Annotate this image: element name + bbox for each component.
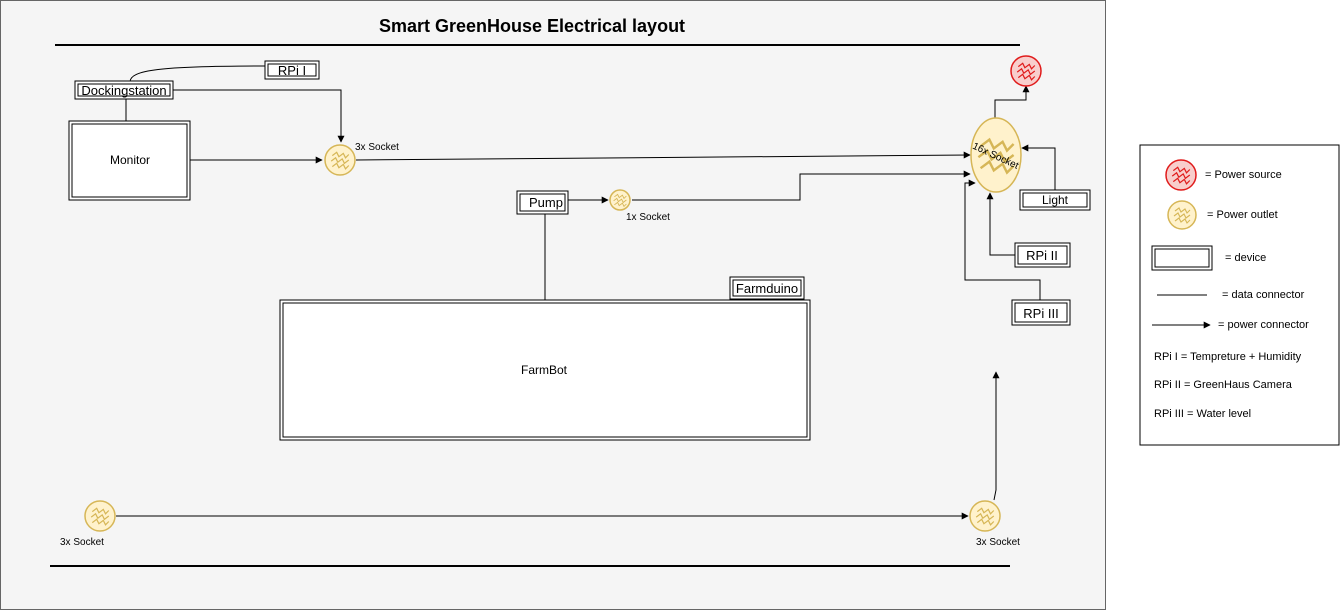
legend-note-rpi1: RPi I = Tempreture + Humidity xyxy=(1154,351,1302,363)
legend-device: = device xyxy=(1225,252,1266,264)
device-pump: Pump xyxy=(516,190,569,215)
power-connector-bottom-main xyxy=(992,371,1000,501)
device-light: Light xyxy=(1019,189,1091,211)
diagram-title: Smart GreenHouse Electrical layout xyxy=(379,16,685,36)
device-rpi2-label: RPi II xyxy=(1026,248,1058,263)
device-dockingstation: Dockingstation xyxy=(74,80,174,100)
device-farmduino-label: Farmduino xyxy=(736,281,798,296)
device-rpi1-label: RPi I xyxy=(278,63,306,78)
power-connector-socket-main xyxy=(355,151,971,161)
device-rpi1: RPi I xyxy=(264,60,320,80)
legend-power-connector: = power connector xyxy=(1218,319,1309,331)
legend-note-rpi3: RPi III = Water level xyxy=(1154,408,1251,420)
device-farmbot: FarmBot xyxy=(279,299,811,441)
power-outlet-icon xyxy=(609,189,631,211)
device-farmduino: Farmduino xyxy=(729,276,805,300)
legend-data-connector: = data connector xyxy=(1222,289,1305,301)
legend-device-swatch xyxy=(1151,245,1213,271)
legend-power-outlet: = Power outlet xyxy=(1207,209,1278,221)
power-connector-main-source xyxy=(994,85,1030,118)
socket-bottom-right-label: 3x Socket xyxy=(976,537,1020,548)
power-source-icon xyxy=(1165,159,1197,191)
data-connector-dock-rpi1 xyxy=(129,65,266,83)
power-outlet-icon xyxy=(324,144,356,176)
legend-note-rpi2: RPi II = GreenHaus Camera xyxy=(1154,379,1293,391)
device-light-label: Light xyxy=(1042,193,1069,207)
device-rpi3-label: RPi III xyxy=(1023,306,1058,321)
socket-bottom-left-label: 3x Socket xyxy=(60,537,104,548)
power-outlet-icon xyxy=(84,500,116,532)
device-monitor: Monitor xyxy=(68,120,191,201)
power-connector-rpi2-main xyxy=(986,192,1015,256)
device-dockingstation-label: Dockingstation xyxy=(81,83,166,98)
power-connector-1x-main xyxy=(632,170,971,201)
power-connector-light-main xyxy=(1021,144,1056,190)
device-pump-label: Pump xyxy=(529,195,563,210)
device-farmbot-label: FarmBot xyxy=(521,363,568,377)
power-connector-rpi3-main xyxy=(964,179,1041,300)
device-rpi2: RPi II xyxy=(1014,242,1071,268)
power-source-icon xyxy=(1010,55,1042,87)
legend-power-source: = Power source xyxy=(1205,169,1282,181)
device-rpi3: RPi III xyxy=(1011,299,1071,326)
power-connector-dock-socket xyxy=(173,89,345,143)
device-monitor-label: Monitor xyxy=(110,153,150,167)
power-outlet-icon xyxy=(1167,200,1197,230)
power-outlet-icon xyxy=(969,500,1001,532)
socket-top-label: 3x Socket xyxy=(355,142,399,153)
power-outlet-icon xyxy=(970,117,1022,193)
socket-pump-label: 1x Socket xyxy=(626,212,670,223)
